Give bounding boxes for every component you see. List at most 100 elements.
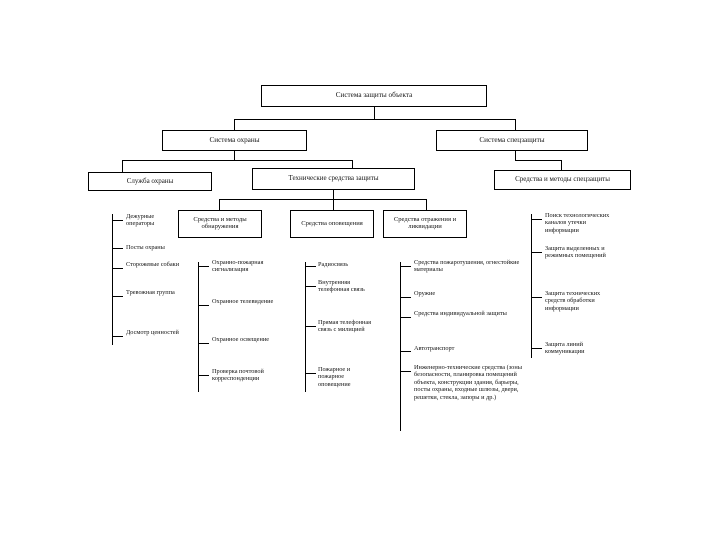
list-item-label: Досмотр ценностей [126, 329, 179, 336]
list-item-label: Защита технических средств обработки инф… [545, 290, 601, 312]
item-dash [198, 375, 209, 376]
column-spine [400, 262, 401, 431]
column-spine [305, 262, 306, 392]
column-spine [198, 262, 199, 392]
list-item-label: Внутренняя телефонная связь [318, 279, 365, 294]
list-item-label: Прямая телефонная связь с милицией [318, 319, 372, 334]
list-item: Досмотр ценностей [126, 329, 184, 336]
list-item-label: Тревожная группа [126, 289, 175, 296]
item-dash [305, 266, 316, 267]
connector-v [333, 190, 334, 199]
node-guard-service: Служба охраны [88, 172, 212, 191]
node-notification-means: Средства оповещения [290, 210, 374, 238]
list-item: Поиск технологических каналов утечки инф… [545, 212, 621, 234]
connector-h [122, 160, 352, 161]
list-item-label: Автотранспорт [414, 345, 455, 352]
item-dash [112, 248, 123, 249]
node-detection-means: Средства и методы обнаружения [178, 210, 262, 238]
item-dash [305, 326, 316, 327]
list-item: Проверка почтовой корреспонденции [212, 368, 274, 383]
connector-h [234, 119, 515, 120]
list-item: Внутренняя телефонная связь [318, 279, 374, 294]
node-special-protection-system: Система спецзащиты [436, 130, 588, 151]
item-dash [400, 297, 411, 298]
list-item: Оружие [414, 290, 524, 297]
list-item: Сторожевые собаки [126, 261, 184, 268]
list-item-label: Сторожевые собаки [126, 261, 180, 268]
column-spine [531, 214, 532, 358]
list-item: Защита технических средств обработки инф… [545, 290, 621, 312]
list-item-label: Дежурные операторы [126, 213, 155, 228]
list-item-label: Охранное телевидение [212, 298, 274, 305]
node-label: Система охраны [209, 135, 260, 144]
item-dash [112, 268, 123, 269]
item-dash [400, 317, 411, 318]
connector-v [352, 160, 353, 172]
list-item: Тревожная группа [126, 289, 184, 296]
item-dash [531, 348, 542, 349]
connector-h [219, 199, 426, 200]
list-item: Средства индивидуальной защиты [414, 310, 524, 317]
list-item-label: Поиск технологических каналов утечки инф… [545, 212, 610, 234]
node-repulsion-means: Средства отражения и ликвидации [383, 210, 467, 238]
list-item-label: Охранно-пожарная сигнализация [212, 259, 264, 274]
list-item-label: Охранное освещение [212, 336, 269, 343]
node-label: Средства и методы спецзащиты [515, 175, 610, 184]
connector-v [426, 199, 427, 210]
column-spine [112, 214, 113, 345]
list-item: Радиосвязь [318, 261, 374, 268]
node-label: Средства и методы обнаружения [193, 216, 247, 230]
list-item-label: Оружие [414, 290, 436, 297]
list-item-label: Инженерно-технические средства (зоны без… [414, 364, 522, 401]
list-item-label: Защита выделенных и режимных помещений [545, 245, 606, 260]
connector-v [122, 160, 123, 172]
item-dash [400, 351, 411, 352]
list-item: Инженерно-технические средства (зоны без… [414, 364, 524, 401]
node-label: Технические средства защиты [288, 174, 379, 183]
item-dash [305, 286, 316, 287]
connector-v [515, 119, 516, 130]
connector-v [333, 199, 334, 210]
connector-h [515, 160, 561, 161]
item-dash [531, 297, 542, 298]
node-special-means-methods: Средства и методы спецзащиты [494, 170, 631, 190]
item-dash [198, 266, 209, 267]
list-item: Дежурные операторы [126, 213, 184, 228]
connector-v [234, 119, 235, 130]
connector-v [219, 199, 220, 210]
connector-v [234, 151, 235, 160]
item-dash [198, 305, 209, 306]
list-item: Средства пожаротушения, огнестойкие мате… [414, 259, 524, 274]
list-item: Автотранспорт [414, 345, 524, 352]
item-dash [400, 371, 411, 372]
item-dash [198, 343, 209, 344]
list-item: Охранное освещение [212, 336, 274, 343]
item-dash [400, 266, 411, 267]
item-dash [112, 336, 123, 337]
node-label: Средства отражения и ликвидации [393, 216, 457, 230]
list-item-label: Посты охраны [126, 244, 165, 251]
list-item-label: Средства пожаротушения, огнестойкие мате… [414, 259, 520, 274]
list-item-label: Радиосвязь [318, 261, 349, 268]
node-label: Система спецзащиты [479, 135, 545, 144]
connector-v [515, 151, 516, 160]
item-dash [112, 220, 123, 221]
list-item-label: Проверка почтовой корреспонденции [212, 368, 264, 383]
item-dash [305, 373, 316, 374]
node-security-system: Система охраны [162, 130, 307, 151]
list-item: Охранное телевидение [212, 298, 274, 305]
list-item: Защита линий коммуникации [545, 341, 621, 356]
item-dash [112, 296, 123, 297]
connector-v [374, 107, 375, 119]
node-label: Средства оповещения [301, 219, 363, 227]
list-item-label: Средства индивидуальной защиты [414, 310, 507, 317]
node-system-protection: Система защиты объекта [261, 85, 487, 107]
list-item: Пожарное и пожарное оповещение [318, 366, 374, 388]
list-item-label: Пожарное и пожарное оповещение [318, 366, 351, 388]
connector-v [561, 160, 562, 172]
node-label: Система защиты объекта [335, 91, 413, 100]
list-item: Прямая телефонная связь с милицией [318, 319, 374, 334]
list-item: Посты охраны [126, 244, 184, 251]
node-technical-means: Технические средства защиты [252, 168, 415, 190]
